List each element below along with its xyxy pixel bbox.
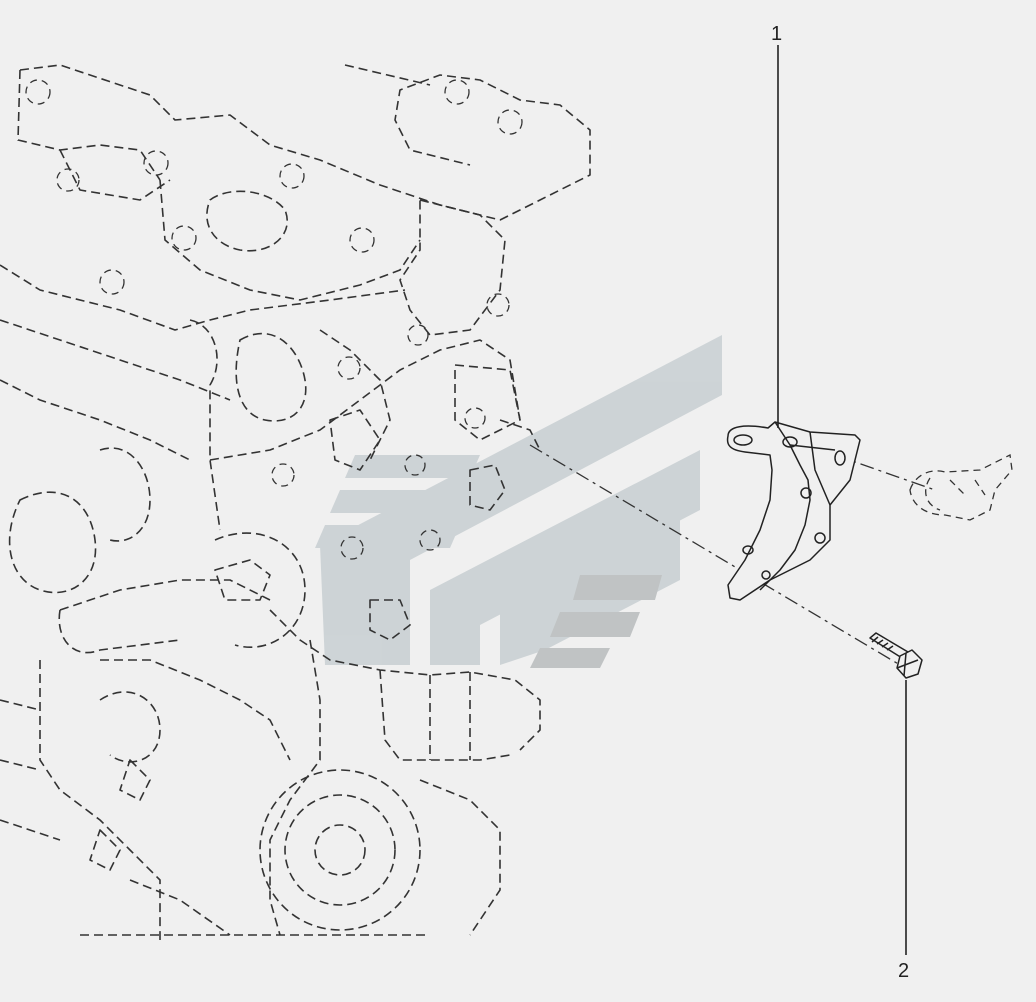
bolt: [869, 632, 923, 679]
engine-mount-bracket: [726, 421, 861, 601]
cover-bolts: [25, 79, 523, 560]
alignment-lines: [529, 444, 936, 666]
callout-2: 2: [898, 960, 909, 982]
watermark-logo: [315, 335, 722, 668]
engine-block-outline: [0, 64, 591, 940]
hose-clip: [909, 454, 1013, 521]
callout-1: 1: [771, 23, 782, 45]
